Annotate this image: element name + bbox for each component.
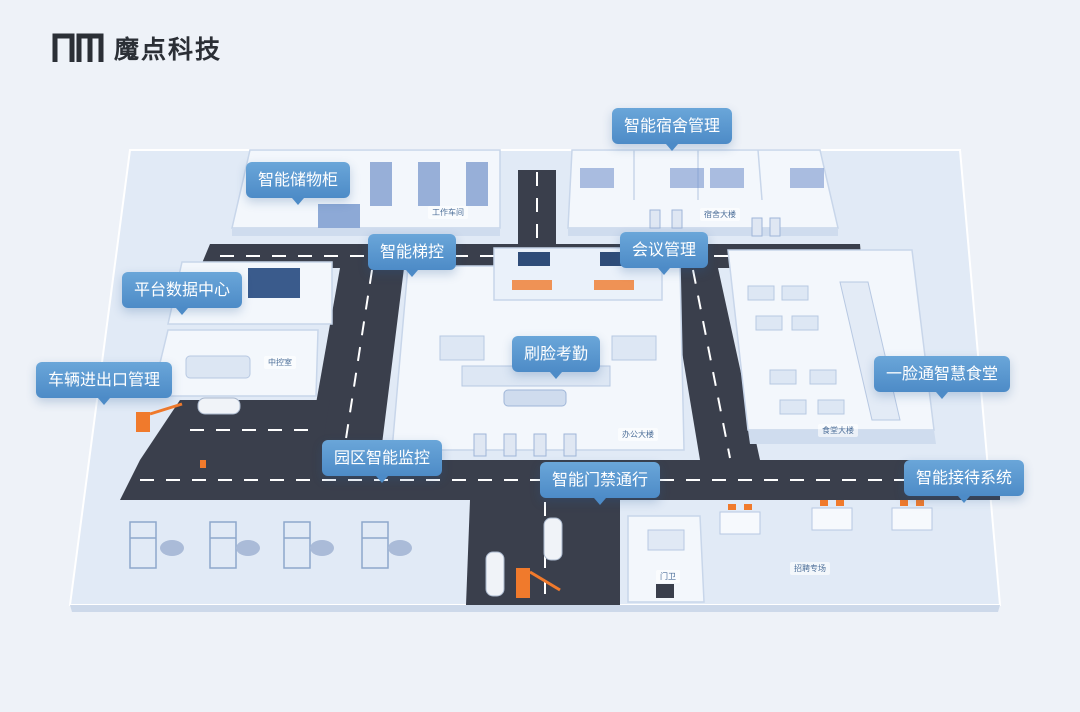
reception-chairs bbox=[728, 500, 924, 510]
canteen-building bbox=[727, 249, 936, 444]
control-room-building bbox=[151, 261, 333, 397]
callout-vehicle-access: 车辆进出口管理 bbox=[36, 362, 173, 405]
area-tag-workshop: 工作车间 bbox=[428, 206, 468, 219]
cars bbox=[197, 397, 563, 597]
callout-meeting-management: 会议管理 bbox=[620, 232, 709, 275]
storage-racks bbox=[129, 521, 389, 569]
brand-name: 魔点科技 bbox=[114, 35, 223, 64]
meeting-screen-left bbox=[518, 252, 550, 266]
road-right-vertical bbox=[668, 268, 760, 460]
area-tag-dormitory: 宿舍大楼 bbox=[700, 208, 740, 221]
callout-face-attendance: 刷脸考勤 bbox=[512, 336, 601, 379]
gate-barriers bbox=[136, 412, 530, 598]
callout-elevator-control: 智能梯控 bbox=[368, 234, 457, 277]
callout-reception-system: 智能接待系统 bbox=[904, 460, 1025, 503]
ground-edge bbox=[70, 605, 1000, 612]
callout-smart-canteen: 一脸通智慧食堂 bbox=[874, 356, 1011, 399]
road-left-vertical bbox=[306, 268, 404, 460]
callout-dormitory-management: 智能宿舍管理 bbox=[612, 108, 733, 151]
data-screen bbox=[248, 268, 300, 298]
area-tag-canteen: 食堂大楼 bbox=[818, 424, 858, 437]
area-tag-control-room: 中控室 bbox=[264, 356, 296, 369]
turnstiles bbox=[473, 209, 781, 457]
guard-house bbox=[627, 515, 705, 603]
callout-smart-lockers: 智能储物柜 bbox=[246, 162, 351, 205]
area-tag-recruitment: 招聘专场 bbox=[790, 562, 830, 575]
callout-campus-monitoring: 园区智能监控 bbox=[322, 440, 443, 483]
area-tag-guard: 门卫 bbox=[656, 570, 680, 583]
barrier-arms bbox=[149, 402, 561, 592]
nm-logo-icon bbox=[52, 33, 104, 62]
brand-logo: 魔点科技 bbox=[52, 30, 222, 66]
callout-access-control: 智能门禁通行 bbox=[540, 462, 661, 505]
callout-data-center: 平台数据中心 bbox=[122, 272, 243, 315]
area-tag-office: 办公大楼 bbox=[618, 428, 658, 441]
road-left-entry bbox=[140, 400, 330, 460]
dormitory-building bbox=[567, 149, 839, 236]
reception-booths bbox=[719, 507, 933, 535]
storage-carts bbox=[160, 540, 412, 556]
